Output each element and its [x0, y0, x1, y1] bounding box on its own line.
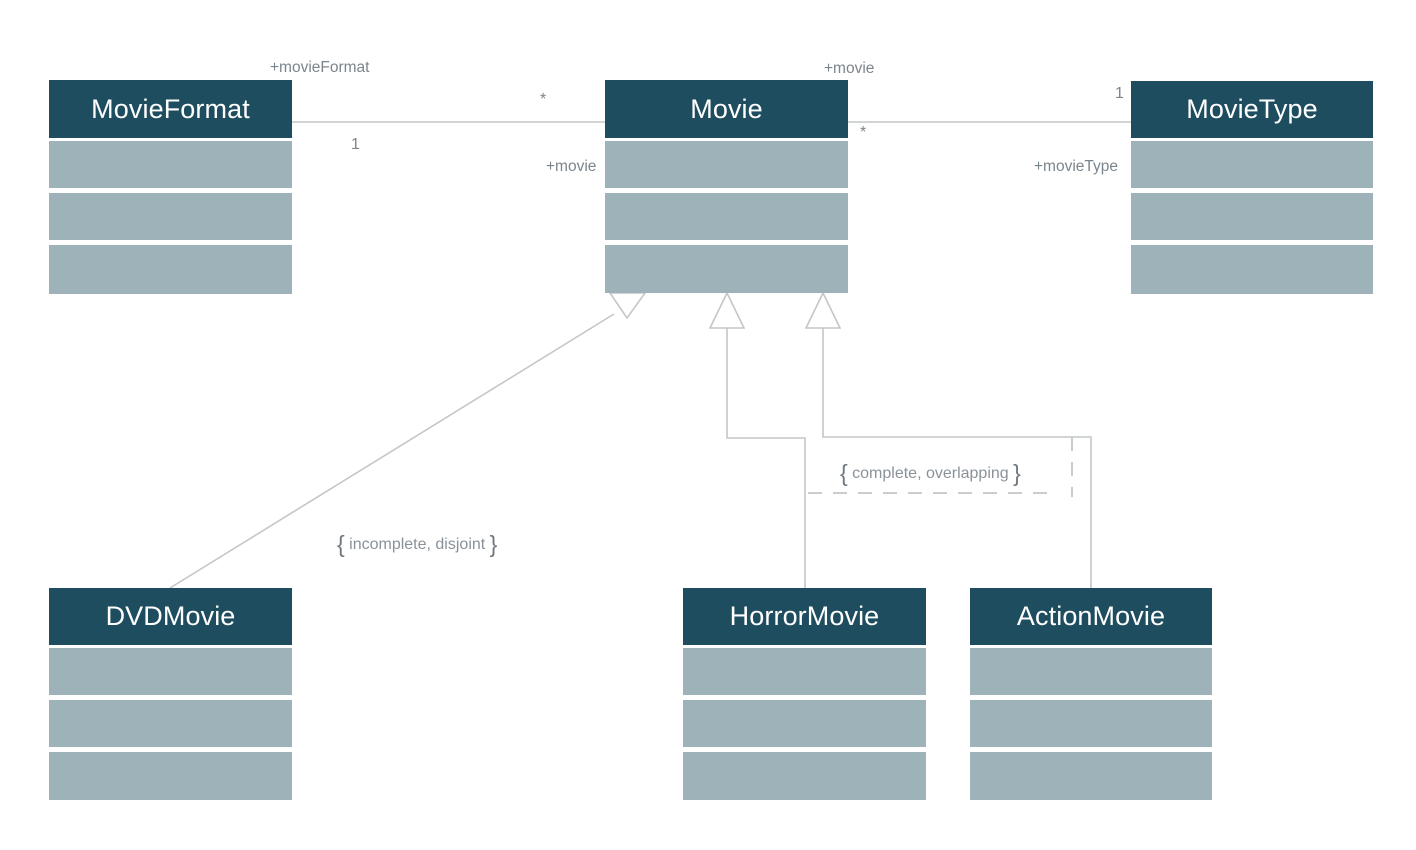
class-movieformat[interactable]: MovieFormat — [49, 80, 292, 294]
inheritance-triangle-actionmovie — [804, 291, 842, 329]
association-label-movie-left-multiplicity: * — [540, 91, 547, 108]
class-movie-extra-compartment[interactable] — [605, 245, 848, 293]
constraint-text: complete, overlapping — [852, 465, 1009, 482]
class-horrormovie-extra-compartment[interactable] — [683, 752, 926, 800]
class-movie-attributes-compartment[interactable] — [605, 141, 848, 188]
association-label-movietype-multiplicity: 1 — [1115, 85, 1124, 102]
class-horrormovie-attributes-compartment[interactable] — [683, 648, 926, 695]
class-movieformat-operations-compartment[interactable] — [49, 193, 292, 240]
class-movie-title: Movie — [605, 80, 848, 138]
class-movieformat-extra-compartment[interactable] — [49, 245, 292, 294]
generalization-line-dvdmovie — [169, 313, 615, 589]
class-dvdmovie-title: DVDMovie — [49, 588, 292, 645]
inheritance-triangle-horrormovie — [708, 291, 746, 329]
inheritance-triangle-dvdmovie — [608, 292, 647, 320]
constraint-open-brace: { — [337, 531, 345, 557]
class-movietype-attributes-compartment[interactable] — [1131, 141, 1373, 188]
association-label-movie-left-role: +movie — [546, 158, 597, 175]
constraint-label-complete-overlapping: { complete, overlapping } — [840, 462, 1021, 485]
constraint-close-brace: } — [1013, 460, 1021, 486]
class-movietype-title: MovieType — [1131, 81, 1373, 138]
class-actionmovie-title: ActionMovie — [970, 588, 1212, 645]
association-label-movieformat-role: +movieFormat — [270, 59, 370, 76]
class-actionmovie[interactable]: ActionMovie — [970, 588, 1212, 800]
class-actionmovie-extra-compartment[interactable] — [970, 752, 1212, 800]
class-movieformat-attributes-compartment[interactable] — [49, 141, 292, 188]
class-movie[interactable]: Movie — [605, 80, 848, 293]
class-dvdmovie-attributes-compartment[interactable] — [49, 648, 292, 695]
constraint-open-brace: { — [840, 460, 848, 486]
class-movieformat-title: MovieFormat — [49, 80, 292, 138]
class-dvdmovie[interactable]: DVDMovie — [49, 588, 292, 800]
constraint-text: incomplete, disjoint — [349, 536, 486, 553]
class-movietype-extra-compartment[interactable] — [1131, 245, 1373, 294]
class-movie-operations-compartment[interactable] — [605, 193, 848, 240]
class-actionmovie-attributes-compartment[interactable] — [970, 648, 1212, 695]
class-horrormovie[interactable]: HorrorMovie — [683, 588, 926, 800]
association-label-movie-right-multiplicity: * — [860, 124, 867, 141]
class-actionmovie-operations-compartment[interactable] — [970, 700, 1212, 747]
generalization-line-actionmovie — [822, 328, 1092, 588]
association-label-movietype-role: +movieType — [1034, 158, 1119, 175]
class-dvdmovie-extra-compartment[interactable] — [49, 752, 292, 800]
constraint-close-brace: } — [489, 531, 498, 557]
class-movietype-operations-compartment[interactable] — [1131, 193, 1373, 240]
generalization-line-horrormovie — [726, 328, 806, 588]
class-horrormovie-operations-compartment[interactable] — [683, 700, 926, 747]
class-horrormovie-title: HorrorMovie — [683, 588, 926, 645]
constraint-label-incomplete-disjoint: { incomplete, disjoint } — [337, 533, 497, 556]
class-movietype[interactable]: MovieType — [1131, 81, 1373, 294]
class-dvdmovie-operations-compartment[interactable] — [49, 700, 292, 747]
association-label-movie-right-role: +movie — [824, 60, 875, 77]
association-label-movieformat-multiplicity: 1 — [351, 136, 360, 153]
